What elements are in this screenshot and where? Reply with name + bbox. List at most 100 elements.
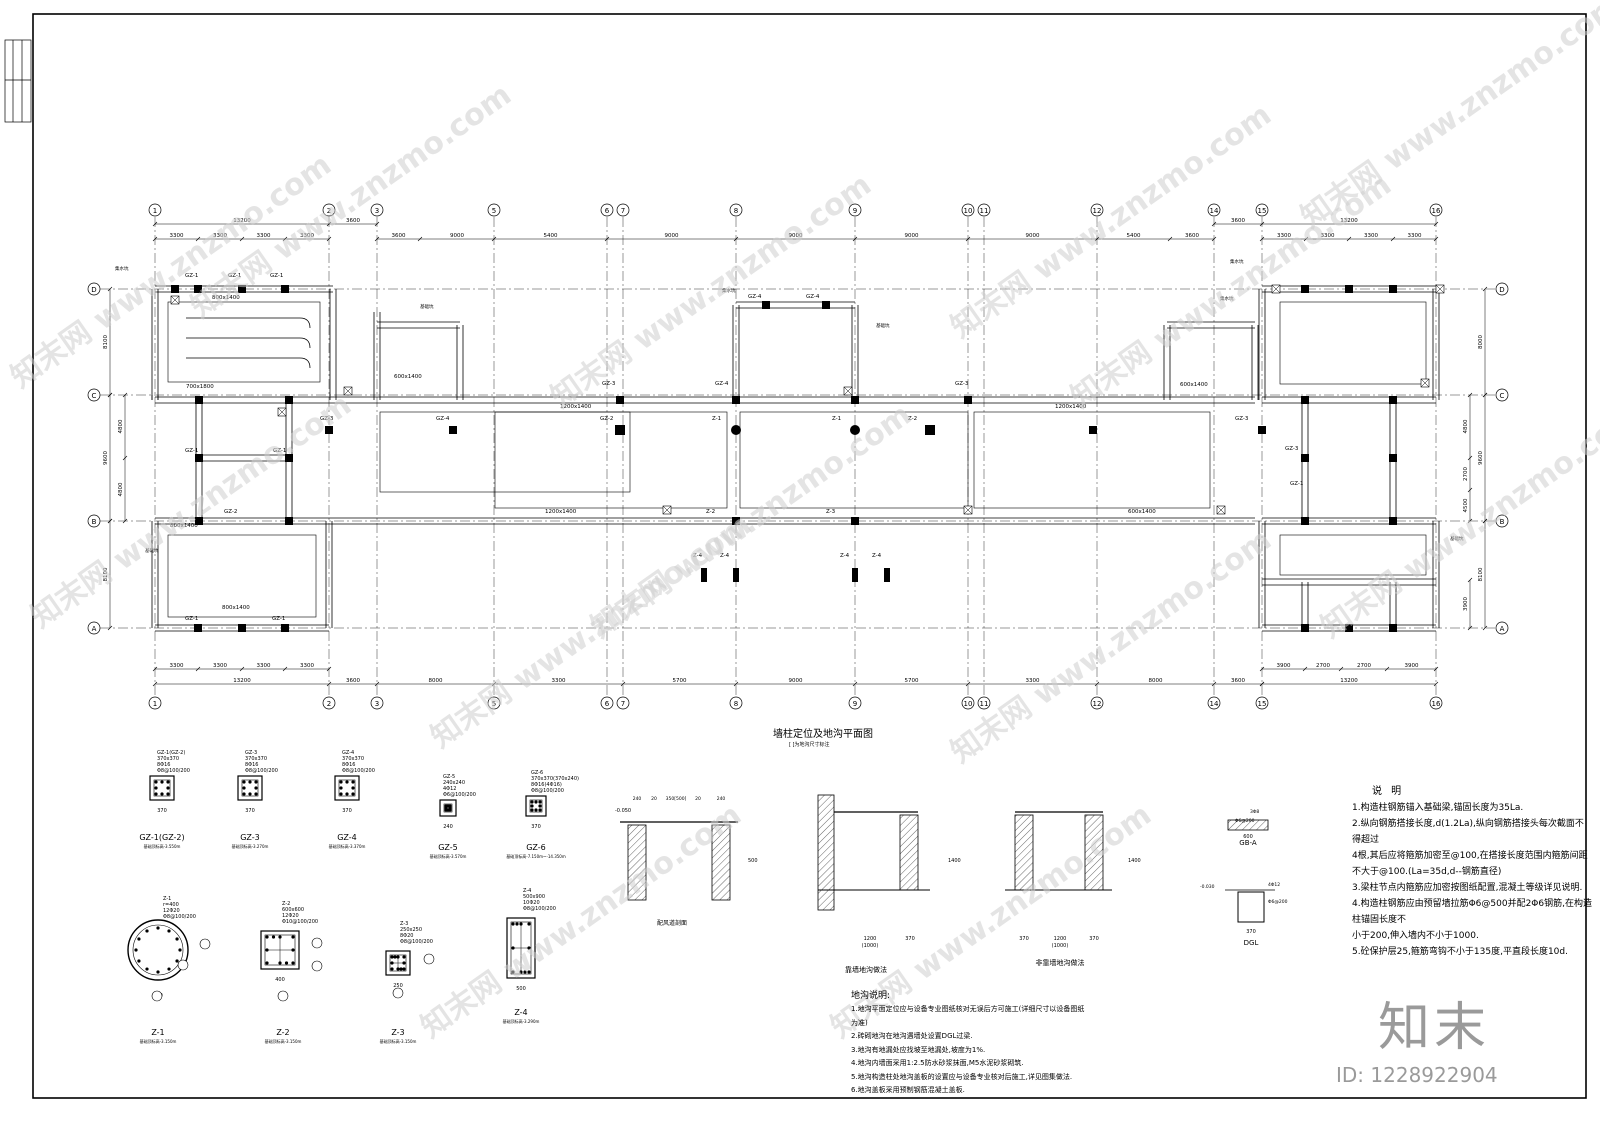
axis-bubble bbox=[87, 282, 101, 296]
dimension-label: 9000 bbox=[1026, 233, 1040, 239]
rebar bbox=[390, 967, 394, 971]
section-spec: GZ-6 bbox=[531, 770, 543, 776]
section-elevation: 基础顶标高-3.270m bbox=[232, 843, 269, 849]
wall bbox=[1258, 289, 1266, 400]
section-spec: Φ8@100/200 bbox=[531, 788, 564, 794]
dim-tick bbox=[1467, 577, 1473, 583]
wall-section bbox=[711, 824, 731, 901]
wall bbox=[329, 289, 337, 312]
dimension-label: 2700 bbox=[1463, 467, 1469, 481]
constructional-column bbox=[171, 285, 179, 293]
detail-name: 靠墙地沟做法 bbox=[845, 965, 887, 974]
wall bbox=[1432, 521, 1440, 628]
dim-tick bbox=[326, 221, 332, 227]
axis-bubble bbox=[600, 203, 614, 217]
member-label: GZ-4 bbox=[436, 416, 450, 422]
dim-tick bbox=[1094, 236, 1100, 242]
note-line: 1.地沟平面定位应与设备专业图纸核对无误后方可施工(详细尺寸以设备图纸为准) bbox=[851, 1005, 1085, 1027]
dimension-label: 3300 bbox=[1277, 233, 1291, 239]
axis-label: 10 bbox=[964, 207, 973, 215]
rebar bbox=[530, 808, 534, 812]
dim-tick bbox=[282, 236, 288, 242]
detail-dim: 20 bbox=[695, 796, 701, 802]
lintel-section bbox=[1237, 891, 1265, 923]
section-spec: Φ10@100/200 bbox=[282, 919, 318, 925]
callout-bubble bbox=[151, 990, 163, 1002]
constructional-column bbox=[285, 396, 293, 404]
section-name: GZ-3 bbox=[240, 833, 260, 842]
wall bbox=[1167, 321, 1255, 329]
dim-tick bbox=[1467, 392, 1473, 398]
opening-label: 800x1400 bbox=[222, 605, 250, 611]
member-label: Z-4 bbox=[872, 553, 882, 559]
dim-tick bbox=[122, 518, 128, 524]
member-label: GZ-3 bbox=[955, 381, 969, 387]
constructional-column bbox=[1301, 517, 1309, 525]
detail-dim: 500 bbox=[748, 858, 758, 864]
dimension-label: 13200 bbox=[233, 678, 251, 684]
rebar bbox=[399, 967, 403, 971]
section-elevation: 基础顶标高-3.150m bbox=[140, 1038, 177, 1044]
constructional-column bbox=[616, 396, 624, 404]
rebar bbox=[538, 804, 542, 808]
constructional-column bbox=[1258, 426, 1266, 434]
trench-outline bbox=[1279, 534, 1427, 576]
detail-dim: 1400 bbox=[948, 858, 961, 864]
rebar bbox=[511, 970, 515, 974]
dim-tick bbox=[326, 666, 332, 672]
note-line: 3.地沟有地漏处应找坡至地漏处,坡度为1%. bbox=[851, 1045, 986, 1054]
rebar bbox=[166, 780, 170, 784]
section-spec: 8Φ16 bbox=[342, 762, 355, 768]
tag-label: 基础坑 bbox=[420, 303, 434, 310]
section-dim: 400 bbox=[275, 977, 285, 983]
constructional-column bbox=[964, 396, 972, 404]
dimension-label: 3300 bbox=[300, 233, 314, 239]
detail-dim: 1200 bbox=[864, 936, 877, 942]
dim-tick bbox=[374, 221, 380, 227]
stirrup bbox=[153, 779, 171, 797]
dim-tick bbox=[107, 518, 113, 524]
axis-label: 12 bbox=[1093, 207, 1102, 215]
dim-tick bbox=[1433, 681, 1439, 687]
axis-label: 5 bbox=[492, 207, 496, 215]
rebar bbox=[271, 935, 276, 939]
dim-tick bbox=[1211, 681, 1217, 687]
detail-dim: (1000) bbox=[862, 943, 879, 949]
axis-bubble bbox=[1207, 696, 1221, 710]
note-line: 4.地沟内墙面采用1:2.5防水砂浆抹面,M5水泥砂浆砌筑. bbox=[851, 1059, 1024, 1067]
trench-notes-title: 地沟说明: bbox=[851, 991, 891, 1001]
constructional-column bbox=[195, 454, 203, 462]
constructional-column bbox=[822, 301, 830, 309]
dim-tick bbox=[852, 236, 858, 242]
dim-tick bbox=[1167, 236, 1173, 242]
dim-tick bbox=[1482, 286, 1488, 292]
column-sections: GZ-1(GZ-2)370x3708Φ16Φ8@100/200370GZ-1(G… bbox=[127, 750, 579, 1044]
member-label: GZ-4 bbox=[806, 294, 820, 300]
axis-label: 10 bbox=[964, 700, 973, 708]
dim-tick bbox=[1384, 666, 1390, 672]
constructional-column bbox=[1345, 285, 1353, 293]
wall bbox=[151, 521, 159, 628]
note-line: 4.构造柱钢筋应由预留墙拉筋Φ6@500并配2Φ6钢筋,在构造柱锚固长度不 bbox=[1352, 899, 1592, 925]
rebar bbox=[284, 961, 289, 965]
dim-tick bbox=[239, 666, 245, 672]
wall bbox=[1262, 517, 1436, 525]
rebar bbox=[166, 786, 170, 790]
axis-bubble bbox=[616, 203, 630, 217]
opening-label: 600x1400 bbox=[1180, 382, 1208, 388]
stirrup bbox=[241, 779, 259, 797]
axis-label: 14 bbox=[1210, 700, 1219, 708]
dimension-label: 3600 bbox=[392, 233, 406, 239]
rebar bbox=[137, 959, 141, 963]
rebar bbox=[242, 780, 246, 784]
floor-plan: 1122335566778899101011111212141415151616… bbox=[87, 203, 1509, 710]
dim-tick bbox=[1259, 681, 1265, 687]
member-label: GZ-1 bbox=[1290, 481, 1303, 487]
callout-bubble bbox=[199, 938, 211, 950]
section-elevation: 基础顶标高-3.570m bbox=[430, 853, 467, 859]
dimension-label: 2700 bbox=[1316, 663, 1330, 669]
tag-label: 基础坑 bbox=[1450, 535, 1464, 542]
rebar bbox=[339, 780, 343, 784]
member-label: GZ-1 bbox=[185, 273, 198, 279]
dim-tick bbox=[122, 455, 128, 461]
